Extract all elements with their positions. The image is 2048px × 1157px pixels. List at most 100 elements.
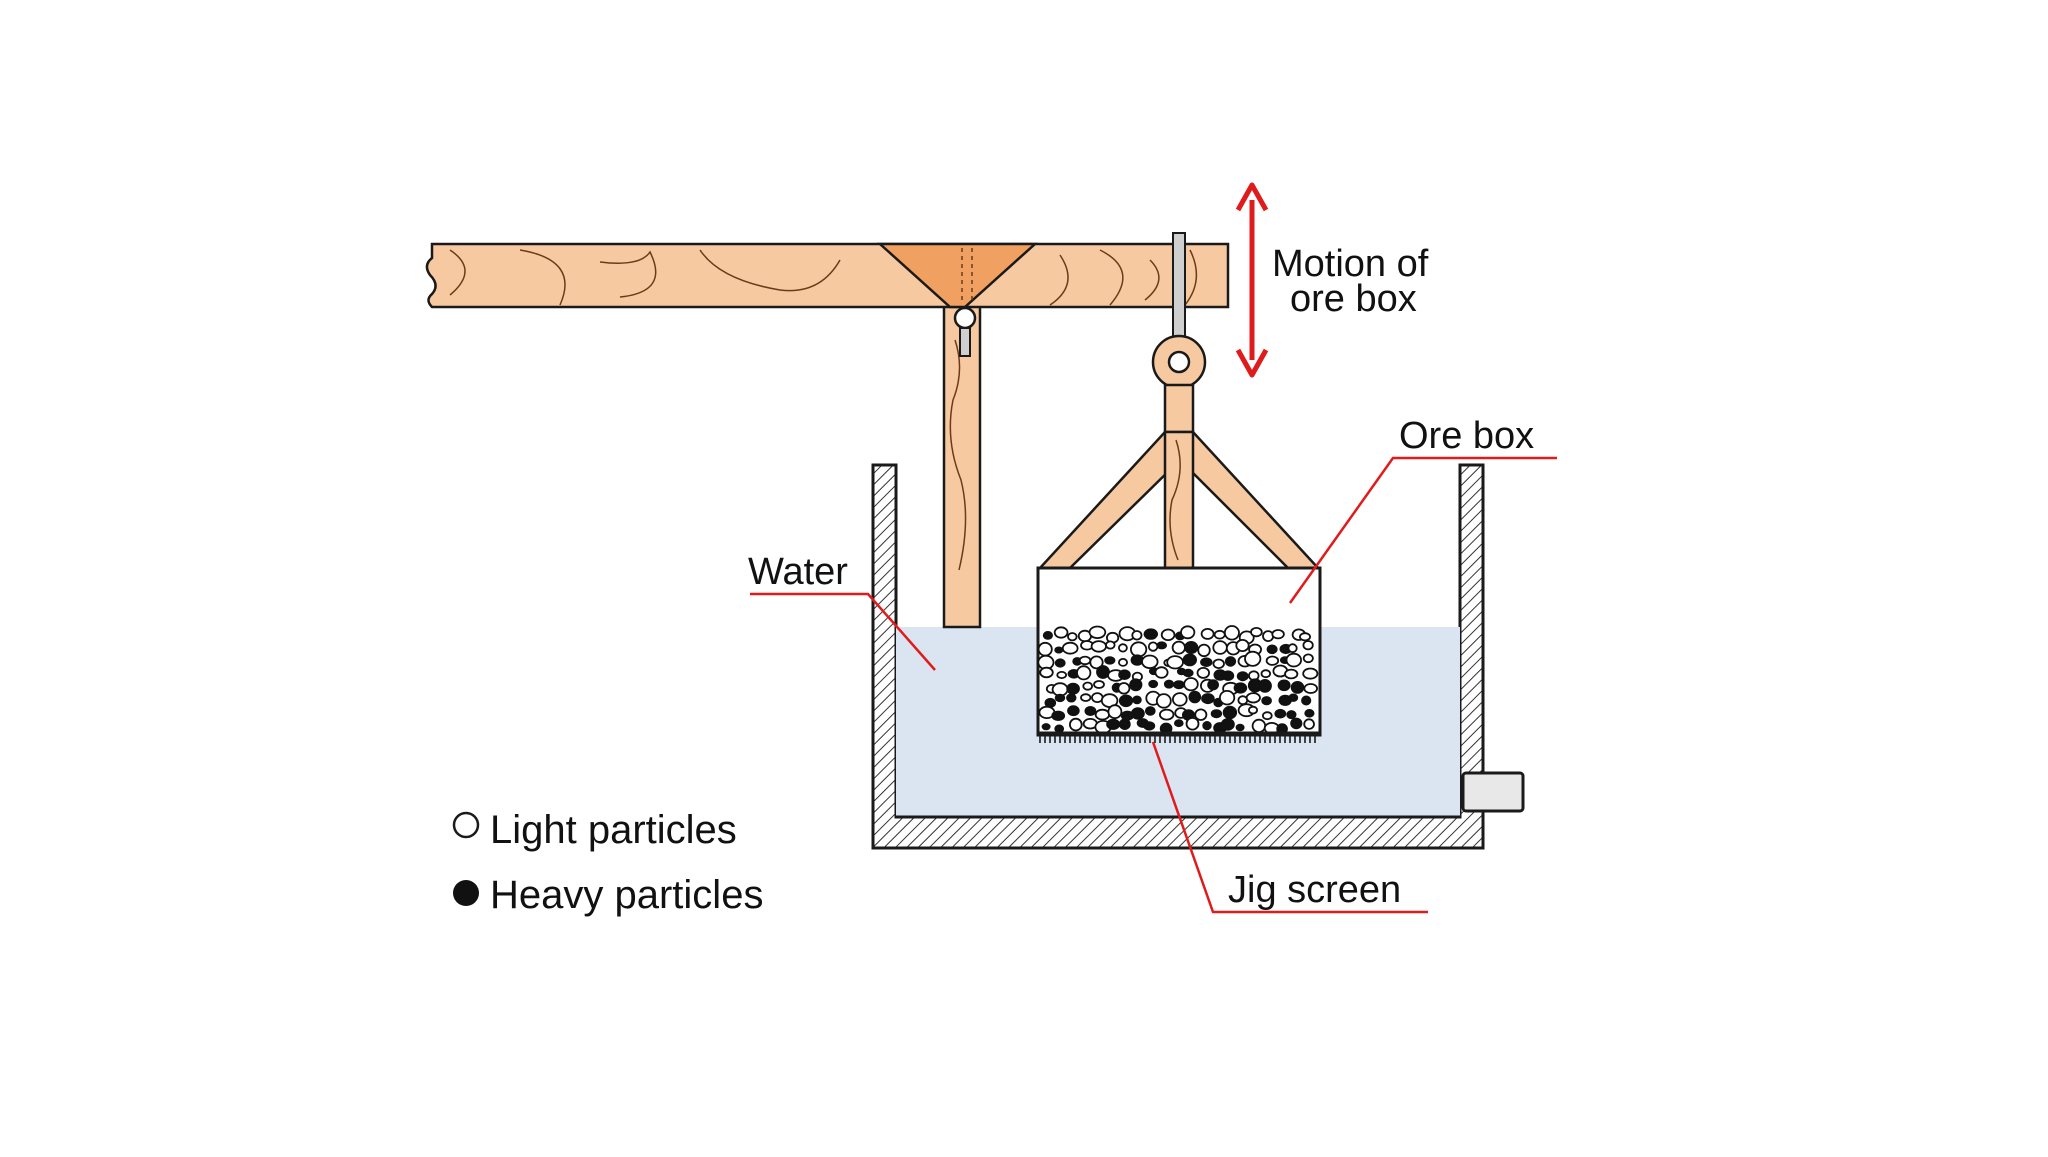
light-particle xyxy=(1039,666,1054,679)
pivot-pin xyxy=(953,306,977,330)
heavy-particle xyxy=(1104,656,1116,665)
light-particle xyxy=(1082,681,1093,691)
light-particle xyxy=(1185,716,1200,731)
light-particle xyxy=(1131,630,1143,641)
heavy-particle xyxy=(1222,705,1238,720)
heavy-particle xyxy=(1067,705,1080,717)
heavy-particle xyxy=(1266,644,1278,655)
post xyxy=(942,303,982,629)
light-particle xyxy=(1303,718,1315,730)
light-particle xyxy=(1118,658,1129,667)
light-particle xyxy=(1094,708,1111,721)
heavy-particle xyxy=(1236,671,1249,682)
light-particle xyxy=(1219,690,1236,706)
heavy-particle xyxy=(1130,654,1144,666)
motion-arrow xyxy=(1235,182,1269,378)
light-particle xyxy=(1250,626,1263,638)
light-particle xyxy=(1155,693,1172,709)
heavy-particle xyxy=(1054,646,1064,654)
heavy-particle xyxy=(1084,706,1097,717)
heavy-particle xyxy=(1174,719,1184,728)
light-particle xyxy=(1197,643,1211,658)
light-particle xyxy=(1158,708,1175,721)
heavy-particle xyxy=(1148,679,1159,689)
ore-box-leader xyxy=(1288,456,1557,604)
heavy-particle xyxy=(1235,723,1245,732)
light-particle xyxy=(1166,655,1184,670)
light-particle xyxy=(1285,652,1303,668)
tank xyxy=(871,463,1525,850)
water-label: Water xyxy=(748,551,848,593)
light-particle xyxy=(1302,640,1314,651)
heavy-particle xyxy=(1118,694,1134,708)
heavy-particle xyxy=(1290,681,1305,694)
heavy-particle xyxy=(1220,718,1235,731)
light-particle xyxy=(1303,683,1318,694)
light-particle xyxy=(1130,641,1148,658)
hanger xyxy=(1037,232,1321,570)
heavy-particle xyxy=(1051,710,1066,722)
light-particle xyxy=(1067,632,1078,642)
heavy-particle xyxy=(1210,709,1223,719)
heavy-particle xyxy=(1066,693,1077,703)
light-particle xyxy=(1069,717,1083,732)
heavy-particle xyxy=(1132,695,1142,705)
heavy-particle xyxy=(1143,628,1159,640)
heavy-particle xyxy=(1173,680,1185,690)
light-particle xyxy=(1302,653,1314,664)
light-particle xyxy=(1302,667,1319,680)
light-particle xyxy=(1212,640,1228,655)
light-particle xyxy=(1107,704,1123,720)
light-particle xyxy=(1147,641,1159,652)
wooden-beam xyxy=(425,242,1230,357)
heavy-particle xyxy=(1290,717,1303,730)
light-particle xyxy=(1093,680,1105,689)
heavy-particle xyxy=(1201,693,1215,705)
heavy-particle xyxy=(1041,723,1051,731)
heavy-particle xyxy=(1145,706,1156,716)
tank-wall xyxy=(871,463,1485,850)
light-particle xyxy=(1089,655,1104,670)
jig-screen-label: Jig screen xyxy=(1228,869,1401,911)
light-particle xyxy=(1213,629,1226,640)
ore-box-label: Ore box xyxy=(1399,415,1534,457)
heavy-particle xyxy=(1066,682,1080,695)
heavy-particle xyxy=(1130,707,1145,720)
light-particle xyxy=(1160,628,1176,642)
ore-box xyxy=(1036,566,1322,743)
heavy-particle xyxy=(1044,697,1057,708)
light-particle xyxy=(1090,640,1107,653)
light-particle xyxy=(1244,650,1262,667)
heavy-particle xyxy=(1277,679,1291,692)
light-particle xyxy=(1245,692,1261,704)
light-particle xyxy=(1271,629,1285,640)
motion-label-line2: ore box xyxy=(1290,278,1417,320)
heavy-particle xyxy=(1096,665,1110,679)
light-particle xyxy=(1053,626,1069,639)
heavy-particle xyxy=(1304,708,1315,718)
light-particle xyxy=(1154,666,1169,679)
legend: Light particles Heavy particles xyxy=(452,808,763,917)
light-particle xyxy=(1117,682,1131,695)
light-particle xyxy=(1056,671,1067,680)
light-particle xyxy=(1200,628,1215,640)
heavy-particle xyxy=(1143,721,1156,731)
heavy-particle xyxy=(1233,682,1248,694)
heavy-particle xyxy=(1182,668,1194,678)
heavy-particle xyxy=(1224,656,1237,667)
heavy-particle xyxy=(1207,679,1219,691)
heavy-particle xyxy=(1106,718,1121,730)
light-particle xyxy=(1260,669,1272,679)
jig-screen-teeth xyxy=(1039,733,1316,743)
light-particle xyxy=(1194,708,1208,721)
heavy-particle xyxy=(1286,710,1297,720)
heavy-particle xyxy=(1054,693,1066,703)
heavy-particle xyxy=(1274,708,1287,719)
motion-label-line1: Motion of xyxy=(1272,243,1429,285)
light-particle xyxy=(1037,641,1053,657)
heavy-particle xyxy=(1188,690,1202,704)
wooden-post xyxy=(942,303,982,629)
light-particle xyxy=(1299,632,1312,642)
leader-lines xyxy=(750,456,1557,914)
